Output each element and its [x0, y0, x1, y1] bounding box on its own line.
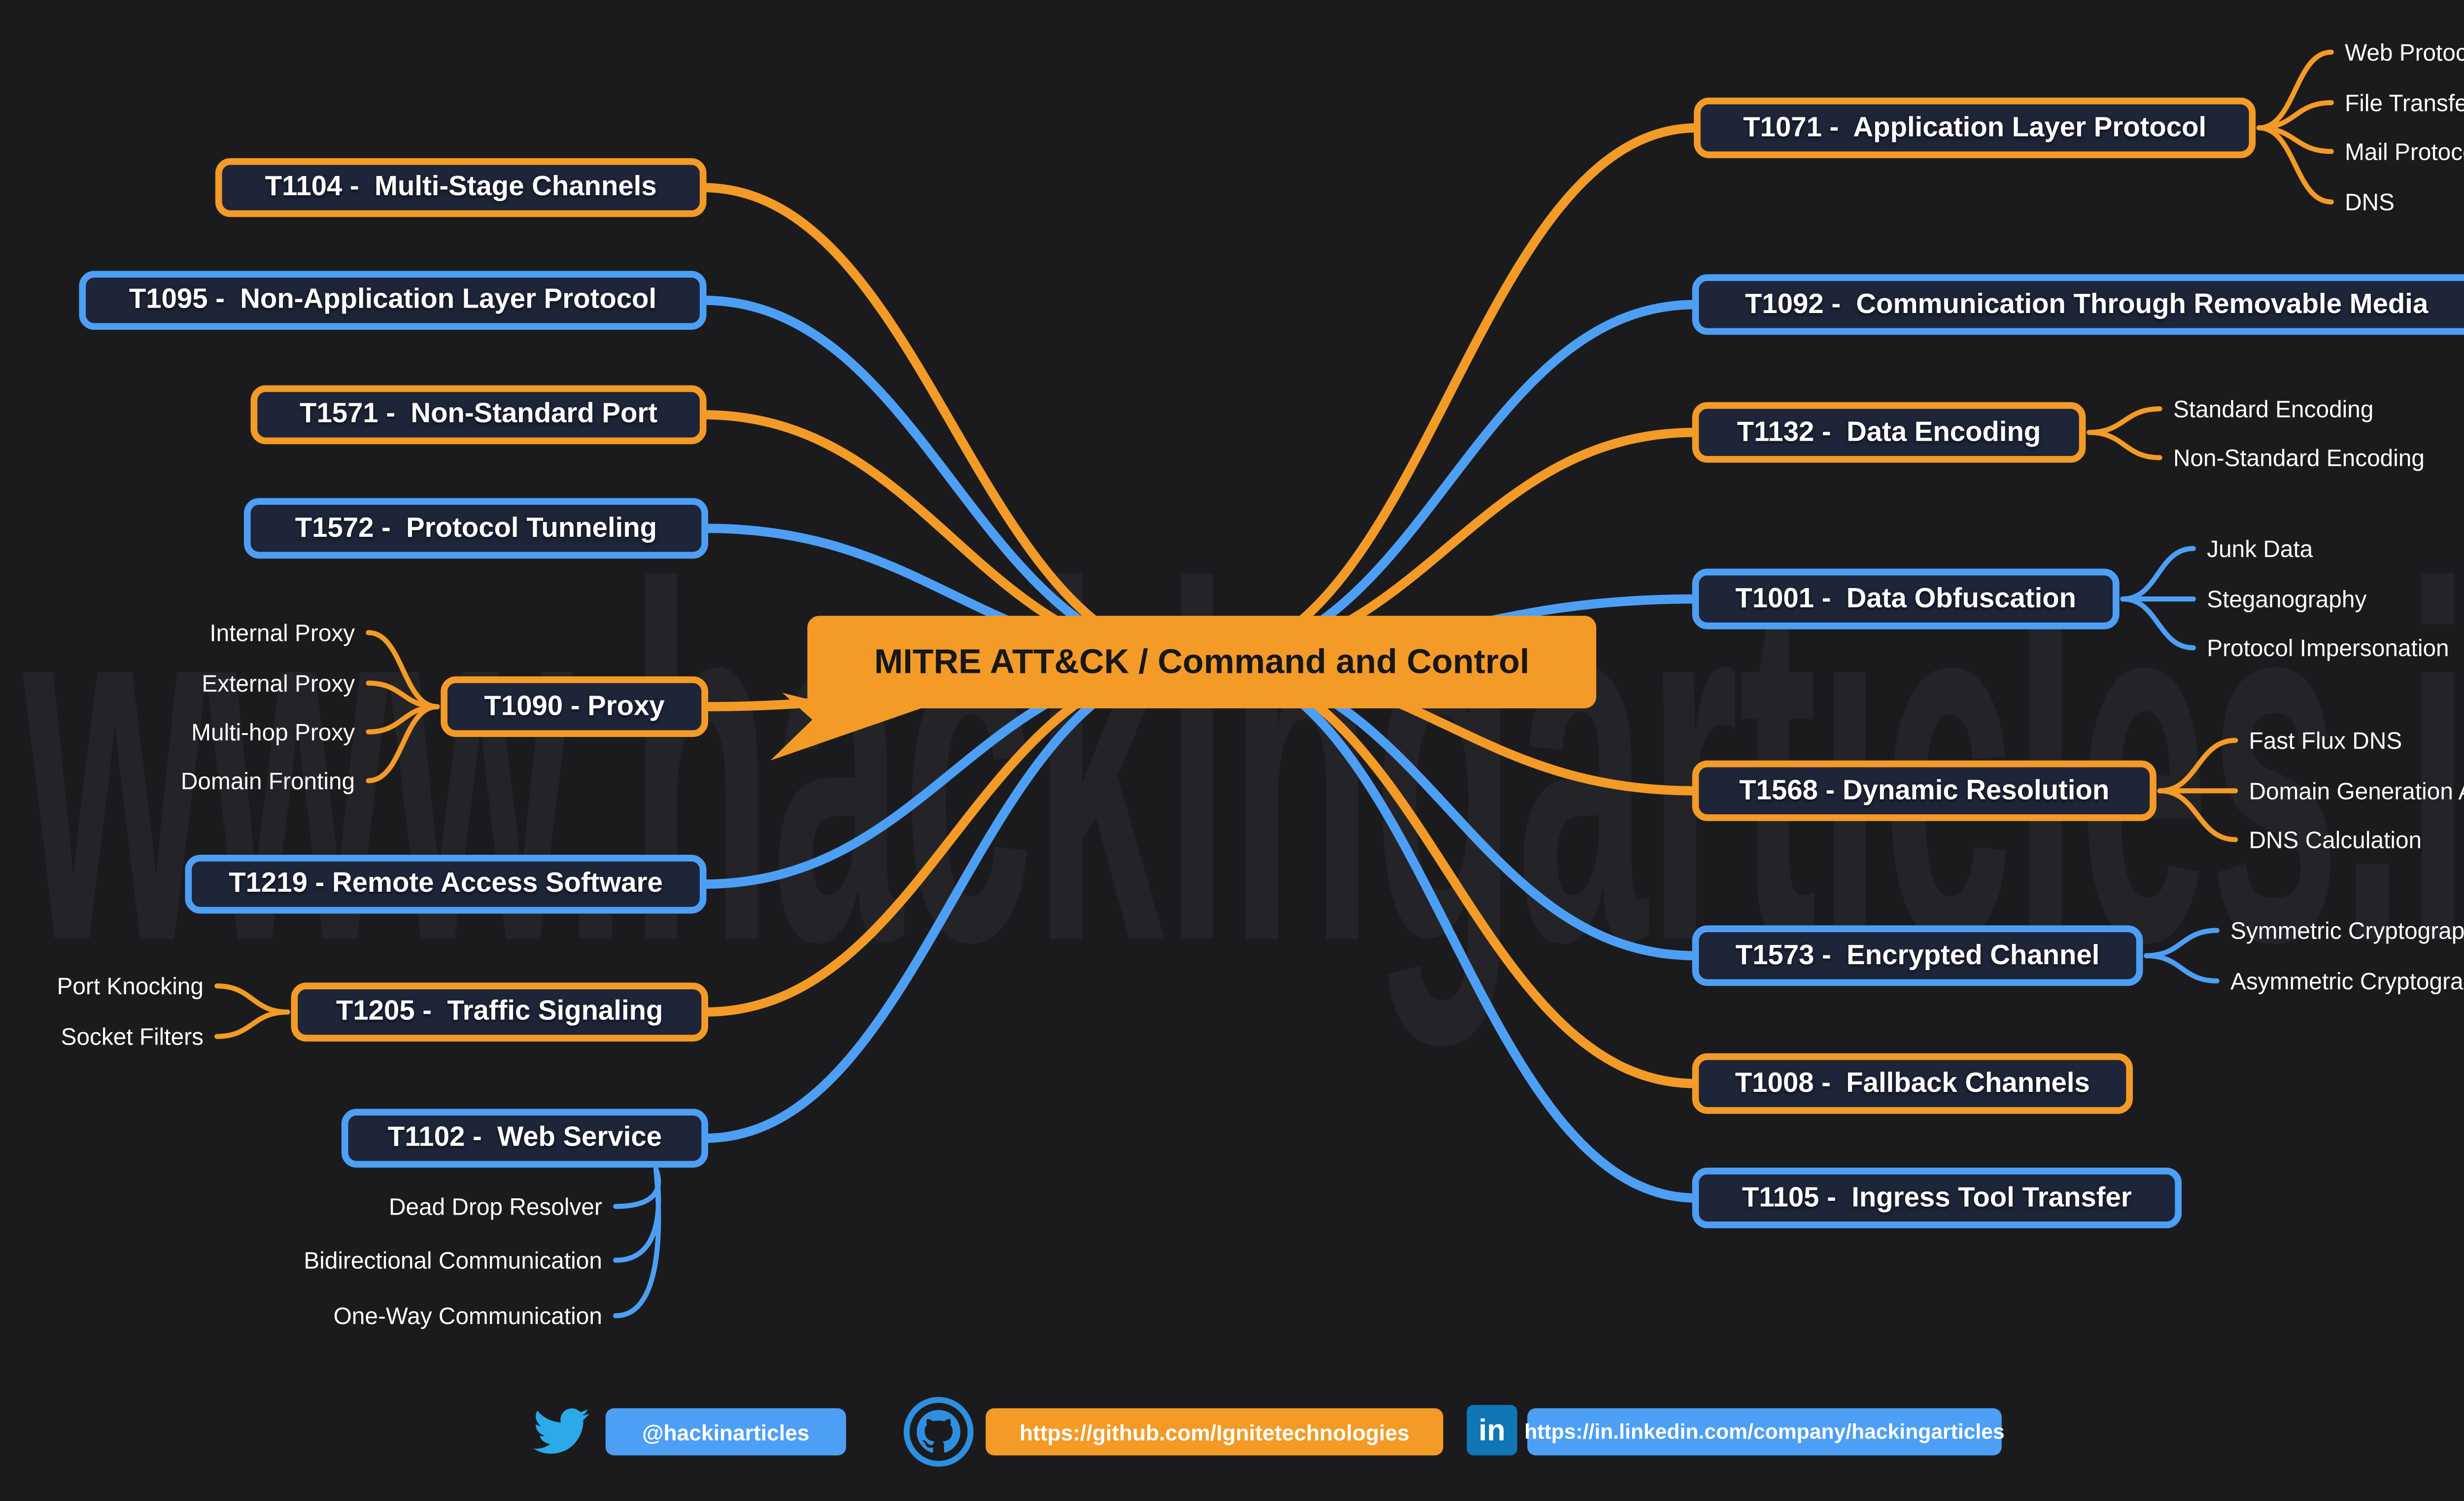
technique-label: T1008 - Fallback Channels — [1735, 1067, 2090, 1098]
technique-label: T1573 - Encrypted Channel — [1735, 940, 2100, 970]
subtechnique-label: Fast Flux DNS — [2249, 727, 2402, 754]
technique-node-t1571: T1571 - Non-Standard Port — [250, 385, 707, 445]
subtechnique-label: Asymmetric Cryptography — [2230, 967, 2464, 995]
technique-node-t1104: T1104 - Multi-Stage Channels — [215, 158, 707, 217]
linkedin-url-label: https://in.linkedin.com/company/hackinga… — [1524, 1420, 2005, 1444]
linkedin-url-button[interactable]: https://in.linkedin.com/company/hackinga… — [1524, 1408, 2005, 1456]
central-topic-label: MITRE ATT&CK / Command and Control — [874, 642, 1530, 681]
subtechnique-label: Symmetric Cryptography — [2230, 917, 2464, 944]
technique-node-t1008: T1008 - Fallback Channels — [1692, 1053, 2133, 1114]
technique-node-t1071: T1071 - Application Layer Protocol — [1694, 97, 2256, 158]
technique-label: T1102 - Web Service — [387, 1122, 662, 1153]
github-url-button[interactable]: https://github.com/Ignitetechnologies — [986, 1408, 1443, 1456]
technique-label: T1568 - Dynamic Resolution — [1739, 774, 2110, 805]
technique-node-t1105: T1105 - Ingress Tool Transfer — [1692, 1167, 2182, 1228]
subtechnique-label: Standard Encoding — [2173, 395, 2374, 422]
technique-label: T1105 - Ingress Tool Transfer — [1742, 1182, 2132, 1213]
subtechnique-label: Steganography — [2207, 585, 2367, 613]
twitter-handle-label: @hackinarticles — [642, 1419, 810, 1445]
technique-node-t1102: T1102 - Web Service — [341, 1109, 708, 1168]
technique-label: T1572 - Protocol Tunneling — [295, 512, 657, 543]
technique-node-t1568: T1568 - Dynamic Resolution — [1692, 760, 2156, 821]
technique-node-t1095: T1095 - Non-Application Layer Protocol — [79, 271, 707, 330]
technique-label: T1001 - Data Obfuscation — [1735, 583, 2077, 614]
subtechnique-label: External Proxy — [202, 669, 355, 697]
subtechnique-label: Non-Standard Encoding — [2173, 444, 2425, 471]
subtechnique-label: Port Knocking — [57, 972, 204, 1000]
technique-label: T1132 - Data Encoding — [1737, 416, 2041, 447]
subtechnique-label: Domain Fronting — [180, 767, 355, 795]
subtechnique-label: File Transfer Protocols — [2345, 89, 2464, 116]
technique-label: T1104 - Multi-Stage Channels — [265, 172, 657, 202]
subtechnique-label: Mail Protocols — [2345, 138, 2464, 165]
twitter-handle-button[interactable]: @hackinarticles — [605, 1408, 846, 1456]
github-url-label: https://github.com/Ignitetechnologies — [1019, 1419, 1410, 1445]
technique-node-t1090: T1090 - Proxy — [441, 676, 708, 737]
linkedin-in-icon: in — [1467, 1405, 1517, 1456]
subtechnique-label: DNS — [2345, 188, 2395, 215]
subtechnique-label: Web Protocols — [2345, 38, 2464, 66]
subtechnique-label: Multi-hop Proxy — [191, 718, 355, 746]
subtechnique-label: Domain Generation Algorithms — [2249, 777, 2464, 804]
technique-node-t1092: T1092 - Communication Through Removable … — [1692, 274, 2464, 335]
subtechnique-label: Protocol Impersonation — [2207, 634, 2449, 662]
central-topic: MITRE ATT&CK / Command and Control — [807, 616, 1597, 708]
technique-node-t1205: T1205 - Traffic Signaling — [291, 982, 708, 1042]
technique-label: T1095 - Non-Application Layer Protocol — [129, 284, 657, 315]
subtechnique-label: Junk Data — [2207, 535, 2313, 562]
technique-label: T1092 - Communication Through Removable … — [1745, 288, 2429, 319]
technique-node-t1219: T1219 - Remote Access Software — [185, 854, 707, 914]
subtechnique-label: DNS Calculation — [2249, 826, 2422, 853]
technique-node-t1001: T1001 - Data Obfuscation — [1692, 568, 2120, 629]
technique-label: T1205 - Traffic Signaling — [336, 996, 663, 1027]
technique-label: T1090 - Proxy — [484, 691, 665, 721]
subtechnique-label: One-Way Communication — [333, 1302, 602, 1329]
subtechnique-label: Dead Drop Resolver — [388, 1193, 602, 1220]
twitter-bird-icon — [533, 1408, 589, 1454]
technique-node-t1132: T1132 - Data Encoding — [1692, 402, 2086, 463]
subtechnique-label: Internal Proxy — [209, 619, 355, 646]
subtechnique-label: Socket Filters — [61, 1023, 204, 1050]
technique-node-t1573: T1573 - Encrypted Channel — [1692, 925, 2143, 986]
technique-label: T1219 - Remote Access Software — [229, 868, 663, 899]
technique-node-t1572: T1572 - Protocol Tunneling — [243, 498, 708, 559]
github-octocat-icon — [903, 1396, 974, 1467]
technique-label: T1571 - Non-Standard Port — [300, 398, 658, 429]
subtechnique-label: Bidirectional Communication — [304, 1247, 602, 1274]
technique-label: T1071 - Application Layer Protocol — [1743, 111, 2207, 142]
